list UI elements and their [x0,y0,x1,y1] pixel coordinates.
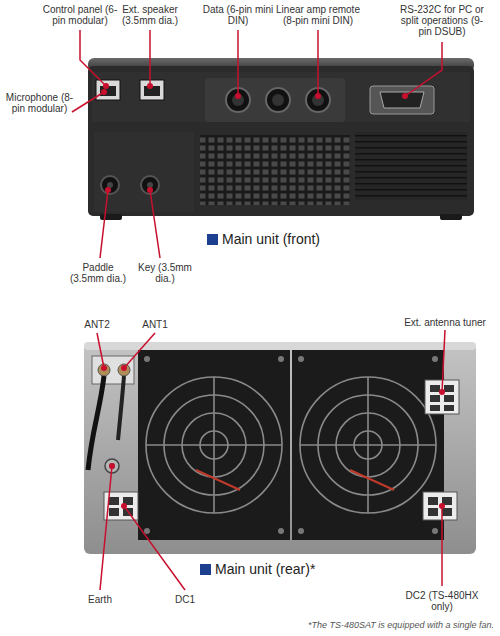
callout-label: Linear amp remote (8-pin mini DIN) [271,4,366,26]
callout-label: Data (6-pin mini DIN) [198,4,278,26]
front-unit [88,58,474,220]
caption-bullet [207,234,218,245]
callout-label: Microphone (8-pin modular) [2,92,77,114]
footnote: *The TS-480SAT is equipped with a single… [308,620,494,631]
callout-label: Key (3.5mm dia.) [138,262,193,284]
caption-bullet [200,564,211,575]
callout-label: Earth [80,594,120,605]
callout-label: ANT2 [77,319,117,330]
callout-label: RS-232C for PC or split operations (9-pi… [395,4,490,37]
view-caption: Main unit (rear)* [215,561,315,577]
callout-label: Paddle (3.5mm dia.) [68,262,128,284]
rear-unit [84,342,476,554]
callout-label: ANT1 [135,319,175,330]
callout-label: Ext. antenna tuner [395,317,495,328]
view-caption: Main unit (front) [222,231,320,247]
leader-lines [72,30,445,590]
callout-label: Control panel (6-pin modular) [40,4,120,26]
callout-label: Ext. speaker (3.5mm dia.) [115,4,185,26]
leader-dots [101,83,445,509]
callout-label: DC1 [165,594,205,605]
callout-label: DC2 (TS-480HX only) [397,590,487,612]
